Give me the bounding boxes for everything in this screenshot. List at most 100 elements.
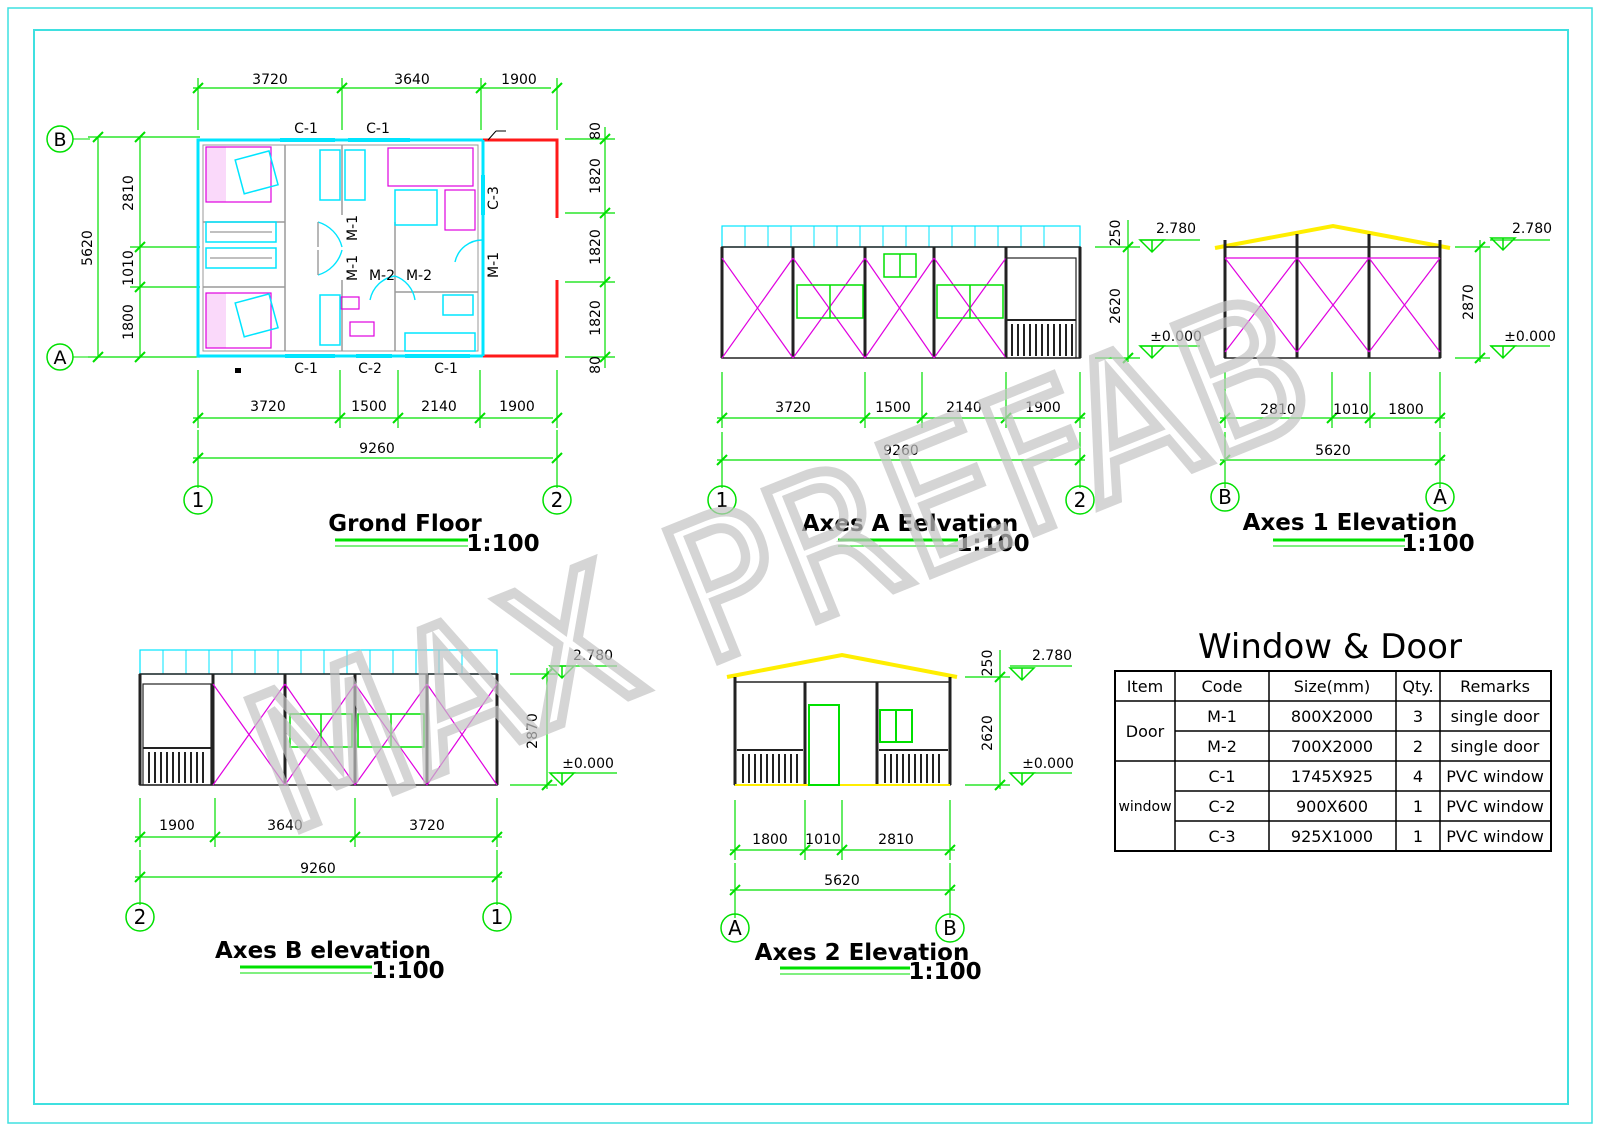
gf-axis-b: B — [53, 129, 66, 151]
a1-dim-3: 1800 — [1388, 402, 1424, 418]
gf-label-m1-c: M-1 — [486, 252, 502, 278]
sheet-inner-border — [33, 29, 1569, 1105]
aa-dim-3: 2140 — [946, 400, 982, 416]
gf-bottom-dim-2: 1500 — [351, 399, 387, 415]
axes-a-elevation: 250 2620 2.780 ±0.000 3720 1500 2140 190… — [707, 220, 1202, 557]
gf-left-dim-1: 2810 — [121, 175, 137, 211]
aa-level-top: 2.780 — [1156, 221, 1196, 237]
schedule-row-code: M-1 — [1207, 707, 1237, 726]
ground-floor-plan: 3720 3640 1900 5620 2810 1010 1800 B A — [46, 72, 615, 557]
aa-dim-1: 3720 — [775, 400, 811, 416]
aa-dim-4: 1900 — [1025, 400, 1061, 416]
schedule-row-size: 700X2000 — [1291, 737, 1373, 756]
ab-dim-3: 3720 — [409, 818, 445, 834]
gf-label-m1-b: M-1 — [345, 255, 361, 281]
gf-axis-2: 2 — [551, 488, 564, 512]
a2-dim-1: 1800 — [752, 832, 788, 848]
window-door-schedule: Window & Door Item Code Size(mm) Qty. Re… — [1114, 627, 1552, 852]
gf-axis-a: A — [54, 347, 67, 369]
aa-total: 9260 — [883, 443, 919, 459]
a1-axis-b: B — [1218, 485, 1232, 509]
gf-left-dim-2: 1010 — [121, 250, 137, 286]
a2-dim-3: 2810 — [878, 832, 914, 848]
aa-elev-dim-2: 2620 — [1108, 288, 1124, 324]
gf-axis-1: 1 — [192, 488, 205, 512]
a2-axis-b: B — [943, 916, 957, 940]
gf-label-c2: C-2 — [358, 361, 382, 377]
schedule-row-remarks: PVC window — [1446, 827, 1544, 846]
schedule-title: Window & Door — [1198, 627, 1462, 667]
a1-axis-a: A — [1433, 485, 1447, 509]
aa-dim-2: 1500 — [875, 400, 911, 416]
aa-elev-dim-1: 250 — [1108, 220, 1124, 247]
gf-title: Grond Floor — [328, 511, 482, 537]
a1-dim-1: 2810 — [1260, 402, 1296, 418]
schedule-header-code: Code — [1202, 677, 1243, 696]
a1-elev-dim: 2870 — [1461, 284, 1477, 320]
gf-label-c1-b: C-1 — [366, 121, 390, 137]
axes-b-elevation: 2870 2.780 ±0.000 1900 3640 3720 9260 2 … — [125, 648, 617, 984]
schedule-row-code: C-3 — [1208, 827, 1235, 846]
schedule-row-code: M-2 — [1207, 737, 1237, 756]
aa-title: Axes A Eelvation — [802, 511, 1019, 537]
schedule-header-item: Item — [1127, 677, 1163, 696]
schedule-row-remarks: single door — [1451, 737, 1540, 756]
schedule-row-remarks: PVC window — [1446, 797, 1544, 816]
a1-level-top: 2.780 — [1512, 221, 1552, 237]
schedule-row-size: 925X1000 — [1291, 827, 1373, 846]
a2-scale: 1:100 — [908, 959, 981, 985]
gf-label-m2-b: M-2 — [406, 268, 432, 284]
gf-label-c3: C-3 — [486, 186, 502, 210]
gf-bottom-dim-1: 3720 — [250, 399, 286, 415]
ab-scale: 1:100 — [371, 958, 444, 984]
gf-right-dim-1: 80 — [588, 122, 604, 140]
watermark-logo: MAX PREFAB — [214, 247, 1345, 881]
schedule-group-door: Door — [1126, 722, 1165, 741]
a1-level-base: ±0.000 — [1504, 329, 1556, 345]
schedule-row-code: C-2 — [1208, 797, 1235, 816]
gf-total-dim: 9260 — [359, 441, 395, 457]
ab-axis-2: 2 — [134, 905, 147, 929]
schedule-row-qty: 1 — [1413, 827, 1423, 846]
ab-level-top: 2.780 — [573, 648, 613, 664]
a1-total: 5620 — [1315, 443, 1351, 459]
ab-level-base: ±0.000 — [562, 756, 614, 772]
gf-top-dim-2: 3640 — [394, 72, 430, 88]
watermark-text: MAX PREFAB — [219, 252, 1340, 876]
gf-left-dim-3: 1800 — [121, 304, 137, 340]
ab-dim-2: 3640 — [267, 818, 303, 834]
a2-level-base: ±0.000 — [1022, 756, 1074, 772]
gf-label-c1-c: C-1 — [294, 361, 318, 377]
a2-total: 5620 — [824, 873, 860, 889]
a1-dim-2: 1010 — [1333, 402, 1369, 418]
gf-bottom-dim-4: 1900 — [499, 399, 535, 415]
a1-title: Axes 1 Elevation — [1243, 510, 1458, 536]
schedule-row-remarks: single door — [1451, 707, 1540, 726]
schedule-header-size: Size(mm) — [1294, 677, 1371, 696]
gf-right-dim-5: 80 — [588, 356, 604, 374]
gf-right-dim-3: 1820 — [588, 229, 604, 265]
gf-label-m2-a: M-2 — [369, 268, 395, 284]
ab-title: Axes B elevation — [215, 938, 431, 964]
gf-top-dim-3: 1900 — [501, 72, 537, 88]
gf-bottom-dim-3: 2140 — [421, 399, 457, 415]
axes-1-elevation: 2870 2.780 ±0.000 2810 1010 1800 5620 B … — [1210, 221, 1556, 557]
a2-dim-2: 1010 — [805, 832, 841, 848]
schedule-row-size: 800X2000 — [1291, 707, 1373, 726]
schedule-row-remarks: PVC window — [1446, 767, 1544, 786]
ab-elev-dim: 2870 — [525, 713, 541, 749]
ab-dim-1: 1900 — [159, 818, 195, 834]
schedule-row-qty: 4 — [1413, 767, 1423, 786]
aa-axis-2: 2 — [1074, 488, 1087, 512]
schedule-row-size: 900X600 — [1296, 797, 1368, 816]
a2-elev-dim-2: 2620 — [980, 715, 996, 751]
schedule-row-qty: 3 — [1413, 707, 1423, 726]
aa-scale: 1:100 — [956, 531, 1029, 557]
gf-label-m1-a: M-1 — [345, 215, 361, 241]
gf-right-dim-2: 1820 — [588, 158, 604, 194]
a2-title: Axes 2 Elevation — [755, 940, 970, 966]
schedule-header-remarks: Remarks — [1460, 677, 1530, 696]
gf-right-dim-4: 1820 — [588, 300, 604, 336]
gf-label-c1-d: C-1 — [434, 361, 458, 377]
